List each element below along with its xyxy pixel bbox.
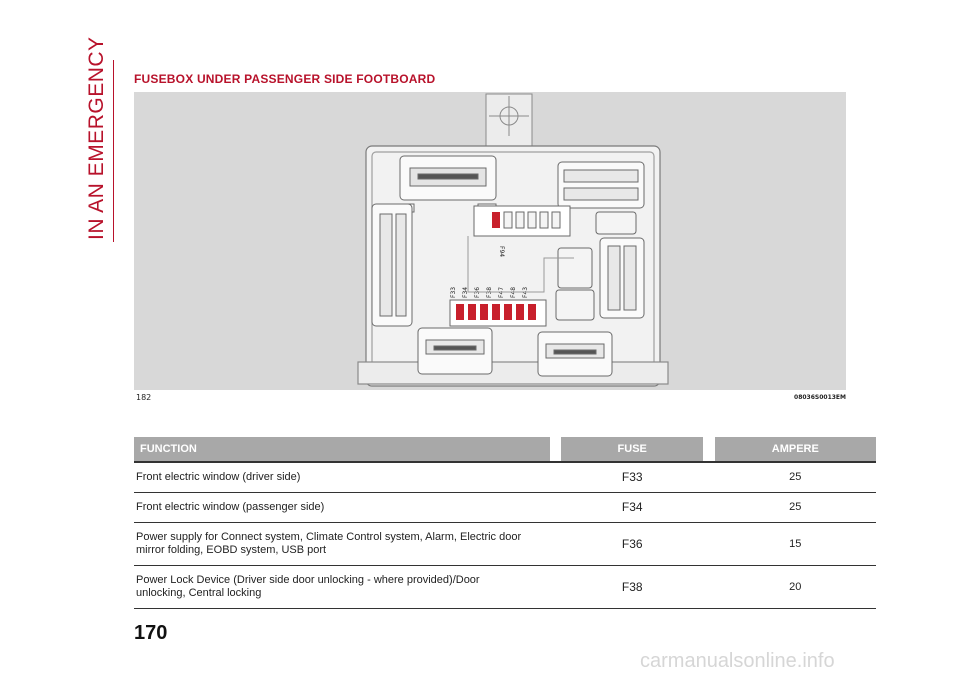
fuse-label: F33 bbox=[450, 287, 457, 298]
fusebox-diagram: F94 F33 F34 F36 F38 F47 F48 F43 bbox=[357, 93, 669, 387]
table-header-row: FUNCTION FUSE AMPERE bbox=[134, 437, 876, 463]
row-fuse: F38 bbox=[549, 565, 715, 609]
connector-left bbox=[371, 203, 413, 327]
fuse-label-top: F94 bbox=[498, 246, 505, 257]
section-tab-label: IN AN EMERGENCY bbox=[85, 36, 108, 240]
header-ampere: AMPERE bbox=[714, 437, 876, 463]
table-row: Power supply for Connect system, Climate… bbox=[134, 522, 876, 566]
header-function: FUNCTION bbox=[134, 437, 550, 463]
housing-rib bbox=[467, 236, 574, 293]
row-fuse: F34 bbox=[549, 492, 715, 523]
fuse-table: FUNCTION FUSE AMPERE Front electric wind… bbox=[134, 437, 876, 609]
header-fuse: FUSE bbox=[561, 437, 703, 463]
row-function: Power supply for Connect system, Climate… bbox=[134, 522, 550, 566]
header-gap bbox=[702, 437, 715, 463]
row-function: Power Lock Device (Driver side door unlo… bbox=[134, 565, 550, 609]
header-gap bbox=[549, 437, 562, 463]
row-ampere: 15 bbox=[714, 522, 876, 566]
section-tab-rule bbox=[113, 60, 114, 242]
connector-bottom-right bbox=[537, 331, 613, 377]
figure-code: 08036S0013EM bbox=[794, 394, 846, 401]
connector-right bbox=[599, 237, 645, 319]
section-tab: IN AN EMERGENCY bbox=[82, 36, 112, 240]
figure-number: 182 bbox=[136, 393, 152, 402]
watermark: carmanualsonline.info bbox=[640, 650, 835, 672]
row-function: Front electric window (driver side) bbox=[134, 462, 550, 493]
connector-bottom-left bbox=[417, 327, 493, 375]
row-fuse: F36 bbox=[549, 522, 715, 566]
section-title: FUSEBOX UNDER PASSENGER SIDE FOOTBOARD bbox=[134, 72, 436, 86]
fuse-panel-top: F94 bbox=[473, 205, 571, 257]
fuse-label: F34 bbox=[462, 287, 469, 298]
connector-top-right bbox=[557, 161, 645, 209]
page-number: 170 bbox=[134, 622, 168, 644]
mounting-tab bbox=[485, 93, 533, 149]
row-function: Front electric window (passenger side) bbox=[134, 492, 550, 523]
row-fuse: F33 bbox=[549, 462, 715, 493]
row-ampere: 20 bbox=[714, 565, 876, 609]
row-ampere: 25 bbox=[714, 462, 876, 493]
row-ampere: 25 bbox=[714, 492, 876, 523]
table-row: Front electric window (passenger side) F… bbox=[134, 492, 876, 523]
table-row: Power Lock Device (Driver side door unlo… bbox=[134, 565, 876, 609]
relay-blocks bbox=[555, 211, 637, 321]
fusebox-figure: F94 F33 F34 F36 F38 F47 F48 F43 bbox=[134, 92, 846, 390]
table-row: Front electric window (driver side) F33 … bbox=[134, 462, 876, 493]
